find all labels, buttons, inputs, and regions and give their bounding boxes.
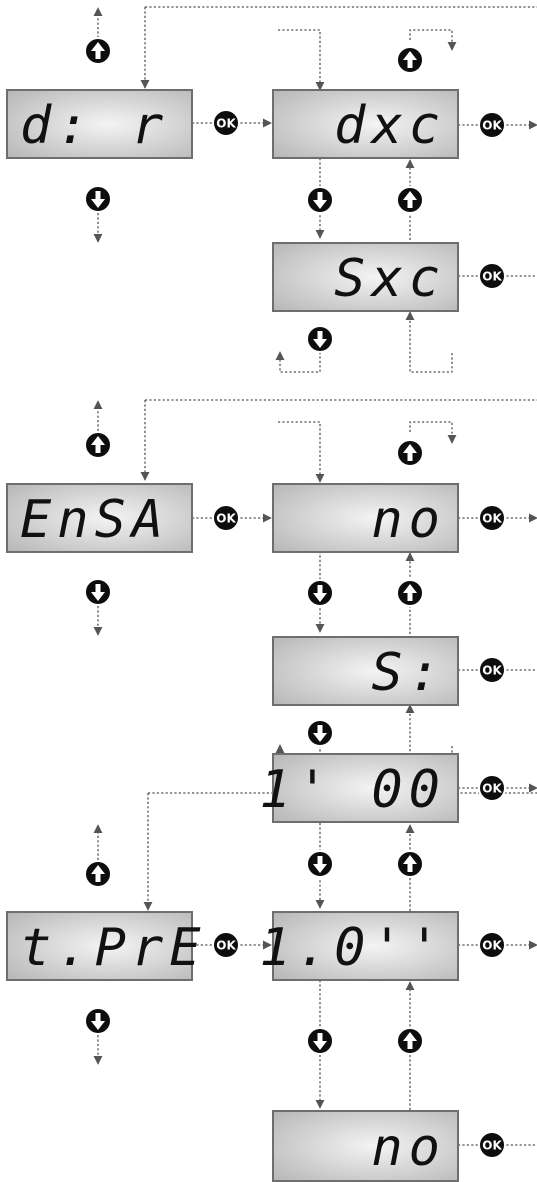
display-text: 1.0'' (259, 918, 446, 978)
ok-button-icon[interactable]: OK (478, 931, 506, 959)
up-arrow-button-icon[interactable] (84, 431, 112, 459)
lcd-display-option: Sxc (272, 242, 459, 312)
connector (405, 311, 453, 373)
display-text: Sxc (334, 249, 446, 309)
down-arrow-button-icon[interactable] (306, 325, 334, 353)
down-arrow-button-icon[interactable] (84, 185, 112, 213)
connector (278, 29, 325, 91)
lcd-display-option: S: (272, 636, 459, 706)
display-text: S: (371, 643, 446, 703)
ok-label: OK (482, 664, 502, 678)
connector (275, 351, 321, 373)
ok-label: OK (216, 939, 236, 953)
ok-label: OK (482, 1139, 502, 1153)
connector (409, 29, 457, 51)
display-text: EnSA (20, 490, 169, 550)
up-arrow-button-icon[interactable] (84, 37, 112, 65)
display-text: no (371, 490, 446, 550)
section-ensa: EnSA no S: OK OK (6, 399, 537, 766)
up-arrow-button-icon[interactable] (84, 860, 112, 888)
up-arrow-button-icon[interactable] (396, 186, 424, 214)
lcd-display-option: dxc (272, 89, 459, 159)
display-text: dxc (334, 96, 446, 156)
display-text: 1' 00 (259, 760, 446, 820)
connector (278, 421, 325, 483)
down-arrow-button-icon[interactable] (306, 850, 334, 878)
lcd-display-menu: EnSA (6, 483, 193, 553)
section-tpre: t.PrE 1' 00 1.0'' no OK OK (6, 753, 537, 1182)
ok-button-icon[interactable]: OK (212, 931, 240, 959)
lcd-display-option: 1' 00 (259, 753, 459, 823)
display-text: no (371, 1118, 446, 1178)
ok-button-icon[interactable]: OK (478, 656, 506, 684)
ok-label: OK (482, 512, 502, 526)
ok-button-icon[interactable]: OK (478, 111, 506, 139)
lcd-display-menu: d: r (6, 89, 193, 159)
down-arrow-button-icon[interactable] (306, 579, 334, 607)
ok-label: OK (482, 782, 502, 796)
section-dir: d: r dxc Sxc OK OK (6, 6, 537, 373)
display-text: t.PrE (20, 918, 207, 978)
lcd-display-option: no (272, 1110, 459, 1182)
ok-label: OK (216, 117, 236, 131)
up-arrow-button-icon[interactable] (396, 579, 424, 607)
ok-button-icon[interactable]: OK (212, 504, 240, 532)
ok-button-icon[interactable]: OK (478, 774, 506, 802)
ok-label: OK (482, 939, 502, 953)
up-arrow-button-icon[interactable] (396, 46, 424, 74)
ok-button-icon[interactable]: OK (478, 262, 506, 290)
lcd-display-option: 1.0'' (259, 911, 459, 981)
lcd-display-option: no (272, 483, 459, 553)
ok-label: OK (482, 119, 502, 133)
display-text: d: r (20, 96, 169, 156)
up-arrow-button-icon[interactable] (396, 850, 424, 878)
lcd-display-menu: t.PrE (6, 911, 207, 981)
down-arrow-button-icon[interactable] (306, 1027, 334, 1055)
ok-label: OK (216, 512, 236, 526)
connector (409, 421, 457, 444)
down-arrow-button-icon[interactable] (306, 186, 334, 214)
ok-button-icon[interactable]: OK (478, 1131, 506, 1159)
ok-button-icon[interactable]: OK (212, 109, 240, 137)
ok-label: OK (482, 270, 502, 284)
down-arrow-button-icon[interactable] (84, 1007, 112, 1035)
down-arrow-button-icon[interactable] (306, 719, 334, 747)
ok-button-icon[interactable]: OK (478, 504, 506, 532)
up-arrow-button-icon[interactable] (396, 1027, 424, 1055)
up-arrow-button-icon[interactable] (396, 439, 424, 467)
down-arrow-button-icon[interactable] (84, 578, 112, 606)
